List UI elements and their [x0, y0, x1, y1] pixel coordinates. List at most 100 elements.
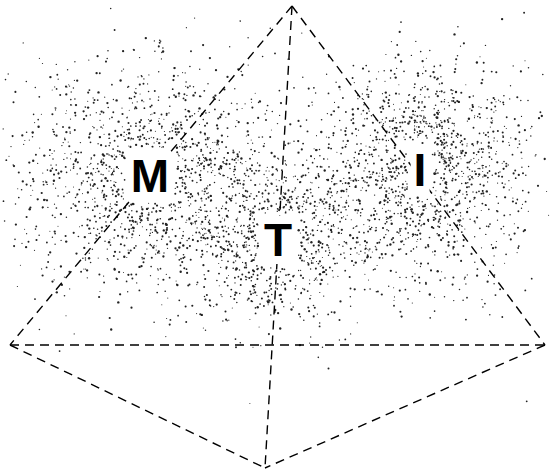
data-point: [39, 58, 40, 59]
data-point: [78, 236, 80, 238]
data-point: [245, 175, 247, 177]
data-point: [207, 164, 209, 166]
data-point: [263, 207, 265, 209]
data-point: [179, 228, 181, 230]
data-point: [82, 258, 84, 260]
data-point: [290, 303, 291, 304]
data-point: [250, 230, 252, 232]
data-point: [190, 172, 192, 174]
data-point: [74, 112, 76, 114]
data-point: [173, 94, 175, 96]
data-point: [135, 92, 137, 94]
data-point: [205, 112, 207, 114]
data-point: [186, 219, 187, 220]
data-point: [156, 219, 158, 221]
data-point: [203, 327, 204, 328]
data-point: [318, 251, 319, 252]
data-point: [284, 197, 286, 199]
data-point: [162, 279, 164, 281]
data-point: [118, 271, 120, 273]
data-point: [317, 206, 318, 207]
data-point: [39, 329, 41, 331]
data-point: [270, 277, 271, 278]
data-point: [156, 245, 157, 246]
data-point: [239, 256, 241, 258]
data-point: [215, 69, 217, 71]
data-point: [251, 276, 253, 278]
data-point: [294, 164, 295, 165]
data-point: [277, 312, 279, 314]
data-point: [147, 131, 148, 132]
data-point: [200, 170, 201, 171]
data-point: [369, 219, 371, 221]
data-point: [142, 134, 144, 136]
data-point: [343, 216, 344, 217]
data-point: [375, 247, 376, 248]
data-point: [196, 313, 197, 314]
data-point: [169, 105, 171, 107]
data-point: [158, 121, 159, 122]
data-point: [207, 270, 209, 272]
data-point: [228, 320, 229, 321]
data-point: [95, 238, 97, 240]
data-point: [267, 105, 269, 107]
data-point: [233, 159, 235, 161]
data-point: [364, 260, 366, 262]
data-point: [159, 118, 160, 119]
data-point: [386, 244, 388, 246]
data-point: [182, 158, 183, 159]
data-point: [229, 46, 230, 47]
data-point: [209, 304, 211, 306]
data-point: [230, 178, 232, 180]
data-point: [284, 283, 286, 285]
data-point: [152, 146, 154, 148]
data-point: [260, 345, 261, 346]
data-point: [347, 215, 348, 216]
data-point: [159, 39, 161, 41]
data-point: [298, 207, 300, 209]
data-point: [89, 220, 91, 222]
data-point: [121, 195, 123, 197]
data-point: [197, 240, 199, 242]
data-point: [107, 258, 108, 259]
data-point: [333, 258, 335, 260]
data-point: [75, 158, 77, 160]
data-point: [109, 166, 111, 168]
data-point: [246, 250, 248, 252]
data-point: [178, 207, 179, 208]
data-point: [225, 231, 227, 233]
data-point: [243, 225, 245, 227]
data-point: [74, 205, 76, 207]
data-point: [103, 158, 104, 159]
data-point: [268, 333, 270, 335]
data-point: [280, 271, 282, 273]
data-point: [26, 184, 28, 186]
data-point: [287, 274, 289, 276]
data-point: [304, 248, 306, 250]
data-point: [214, 142, 215, 143]
data-point: [177, 315, 179, 317]
data-point: [132, 227, 134, 229]
data-point: [106, 102, 108, 104]
data-point: [217, 227, 219, 229]
data-point: [178, 246, 180, 248]
data-point: [103, 185, 105, 187]
data-point: [206, 237, 208, 239]
data-point: [245, 266, 247, 268]
data-point: [69, 288, 70, 289]
data-point: [117, 258, 119, 260]
data-point: [21, 134, 23, 136]
data-point: [114, 268, 116, 270]
data-point: [255, 240, 257, 242]
data-point: [315, 209, 316, 210]
data-point: [59, 350, 61, 352]
data-point: [203, 228, 204, 229]
data-point: [205, 198, 207, 200]
data-point: [210, 246, 212, 248]
data-point: [106, 221, 107, 222]
data-point: [324, 208, 325, 209]
data-point: [185, 184, 186, 185]
data-point: [255, 254, 257, 256]
data-point: [282, 199, 283, 200]
data-point: [14, 238, 16, 240]
